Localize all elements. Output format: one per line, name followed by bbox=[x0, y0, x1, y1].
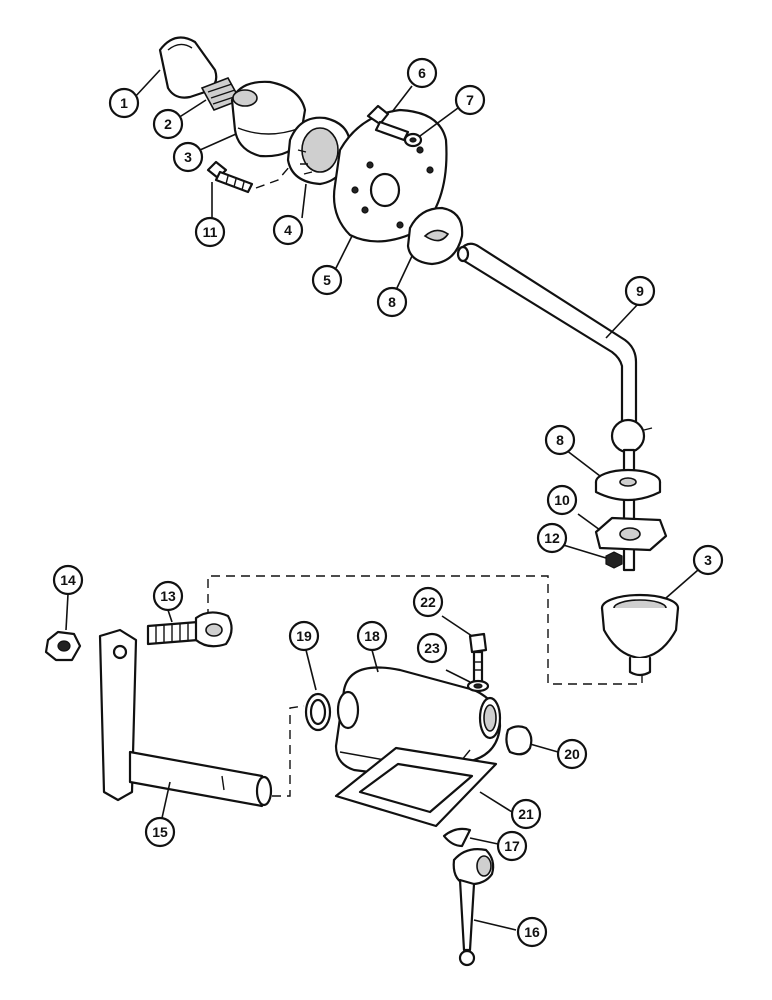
callout-13-label: 13 bbox=[160, 588, 176, 604]
callout-3-upper: 3 bbox=[172, 141, 204, 173]
callout-14-label: 14 bbox=[60, 572, 76, 588]
callout-13: 13 bbox=[152, 580, 184, 612]
selector-part bbox=[452, 848, 495, 967]
callout-1-label: 1 bbox=[120, 95, 128, 111]
hex-nut-part bbox=[44, 630, 82, 662]
callout-11: 11 bbox=[194, 216, 226, 248]
callout-2-label: 2 bbox=[164, 116, 172, 132]
flange-bush-upper-part bbox=[406, 206, 464, 266]
gasket-part bbox=[334, 746, 498, 828]
callout-4-label: 4 bbox=[284, 222, 292, 238]
callout-9-label: 9 bbox=[636, 283, 644, 299]
callout-15: 15 bbox=[144, 816, 176, 848]
callout-3-upper-label: 3 bbox=[184, 149, 192, 165]
callout-12-label: 12 bbox=[544, 530, 560, 546]
callout-23: 23 bbox=[416, 632, 448, 664]
callout-8-upper-label: 8 bbox=[388, 294, 396, 310]
callout-22: 22 bbox=[412, 586, 444, 618]
callout-3-lower-label: 3 bbox=[704, 552, 712, 568]
plug-part bbox=[505, 725, 533, 756]
callout-7: 7 bbox=[454, 84, 486, 116]
clip-part bbox=[442, 827, 472, 848]
callout-10-label: 10 bbox=[554, 492, 570, 508]
seal-ring-part bbox=[304, 692, 332, 732]
leader-lines bbox=[65, 69, 699, 931]
lever-arm-part bbox=[98, 628, 273, 808]
callout-18: 18 bbox=[356, 620, 388, 652]
washer-housing-part bbox=[466, 679, 490, 693]
callout-11-label: 11 bbox=[203, 224, 218, 240]
callout-5-label: 5 bbox=[323, 272, 331, 288]
bolt-housing-part bbox=[468, 632, 488, 686]
housing-part bbox=[334, 666, 502, 779]
callout-20-label: 20 bbox=[564, 746, 580, 762]
callout-17-label: 17 bbox=[504, 838, 520, 854]
callout-1: 1 bbox=[108, 87, 140, 119]
callout-15-label: 15 bbox=[152, 824, 168, 840]
callout-8-upper: 8 bbox=[376, 286, 408, 318]
callout-8-lower: 8 bbox=[544, 424, 576, 456]
callout-16: 16 bbox=[516, 916, 548, 948]
callout-5: 5 bbox=[311, 264, 343, 296]
callout-20: 20 bbox=[556, 738, 588, 770]
callout-6-label: 6 bbox=[418, 65, 426, 81]
washer-part bbox=[403, 132, 423, 148]
callout-16-label: 16 bbox=[524, 924, 540, 940]
callout-22-label: 22 bbox=[420, 594, 436, 610]
callout-18-label: 18 bbox=[364, 628, 380, 644]
callout-10: 10 bbox=[546, 484, 578, 516]
boot-lower-part bbox=[600, 593, 680, 677]
callout-9: 9 bbox=[624, 275, 656, 307]
callout-12: 12 bbox=[536, 522, 568, 554]
bolt-left-part bbox=[206, 160, 254, 194]
callout-3-lower: 3 bbox=[692, 544, 724, 576]
callout-4: 4 bbox=[272, 214, 304, 246]
nut-small-part bbox=[605, 551, 623, 569]
flange-bush-lower-part bbox=[594, 468, 662, 502]
retainer-plate-part bbox=[594, 516, 668, 552]
callout-17: 17 bbox=[496, 830, 528, 862]
callout-21: 21 bbox=[510, 798, 542, 830]
callout-19-label: 19 bbox=[296, 628, 312, 644]
callout-23-label: 23 bbox=[424, 640, 440, 656]
callout-8-lower-label: 8 bbox=[556, 432, 564, 448]
callout-6: 6 bbox=[406, 57, 438, 89]
callout-19: 19 bbox=[288, 620, 320, 652]
callout-21-label: 21 bbox=[518, 806, 534, 822]
callout-2: 2 bbox=[152, 108, 184, 140]
ball-joint-part bbox=[146, 611, 233, 648]
boot-upper-part bbox=[230, 80, 307, 158]
callout-14: 14 bbox=[52, 564, 84, 596]
callout-7-label: 7 bbox=[466, 92, 474, 108]
